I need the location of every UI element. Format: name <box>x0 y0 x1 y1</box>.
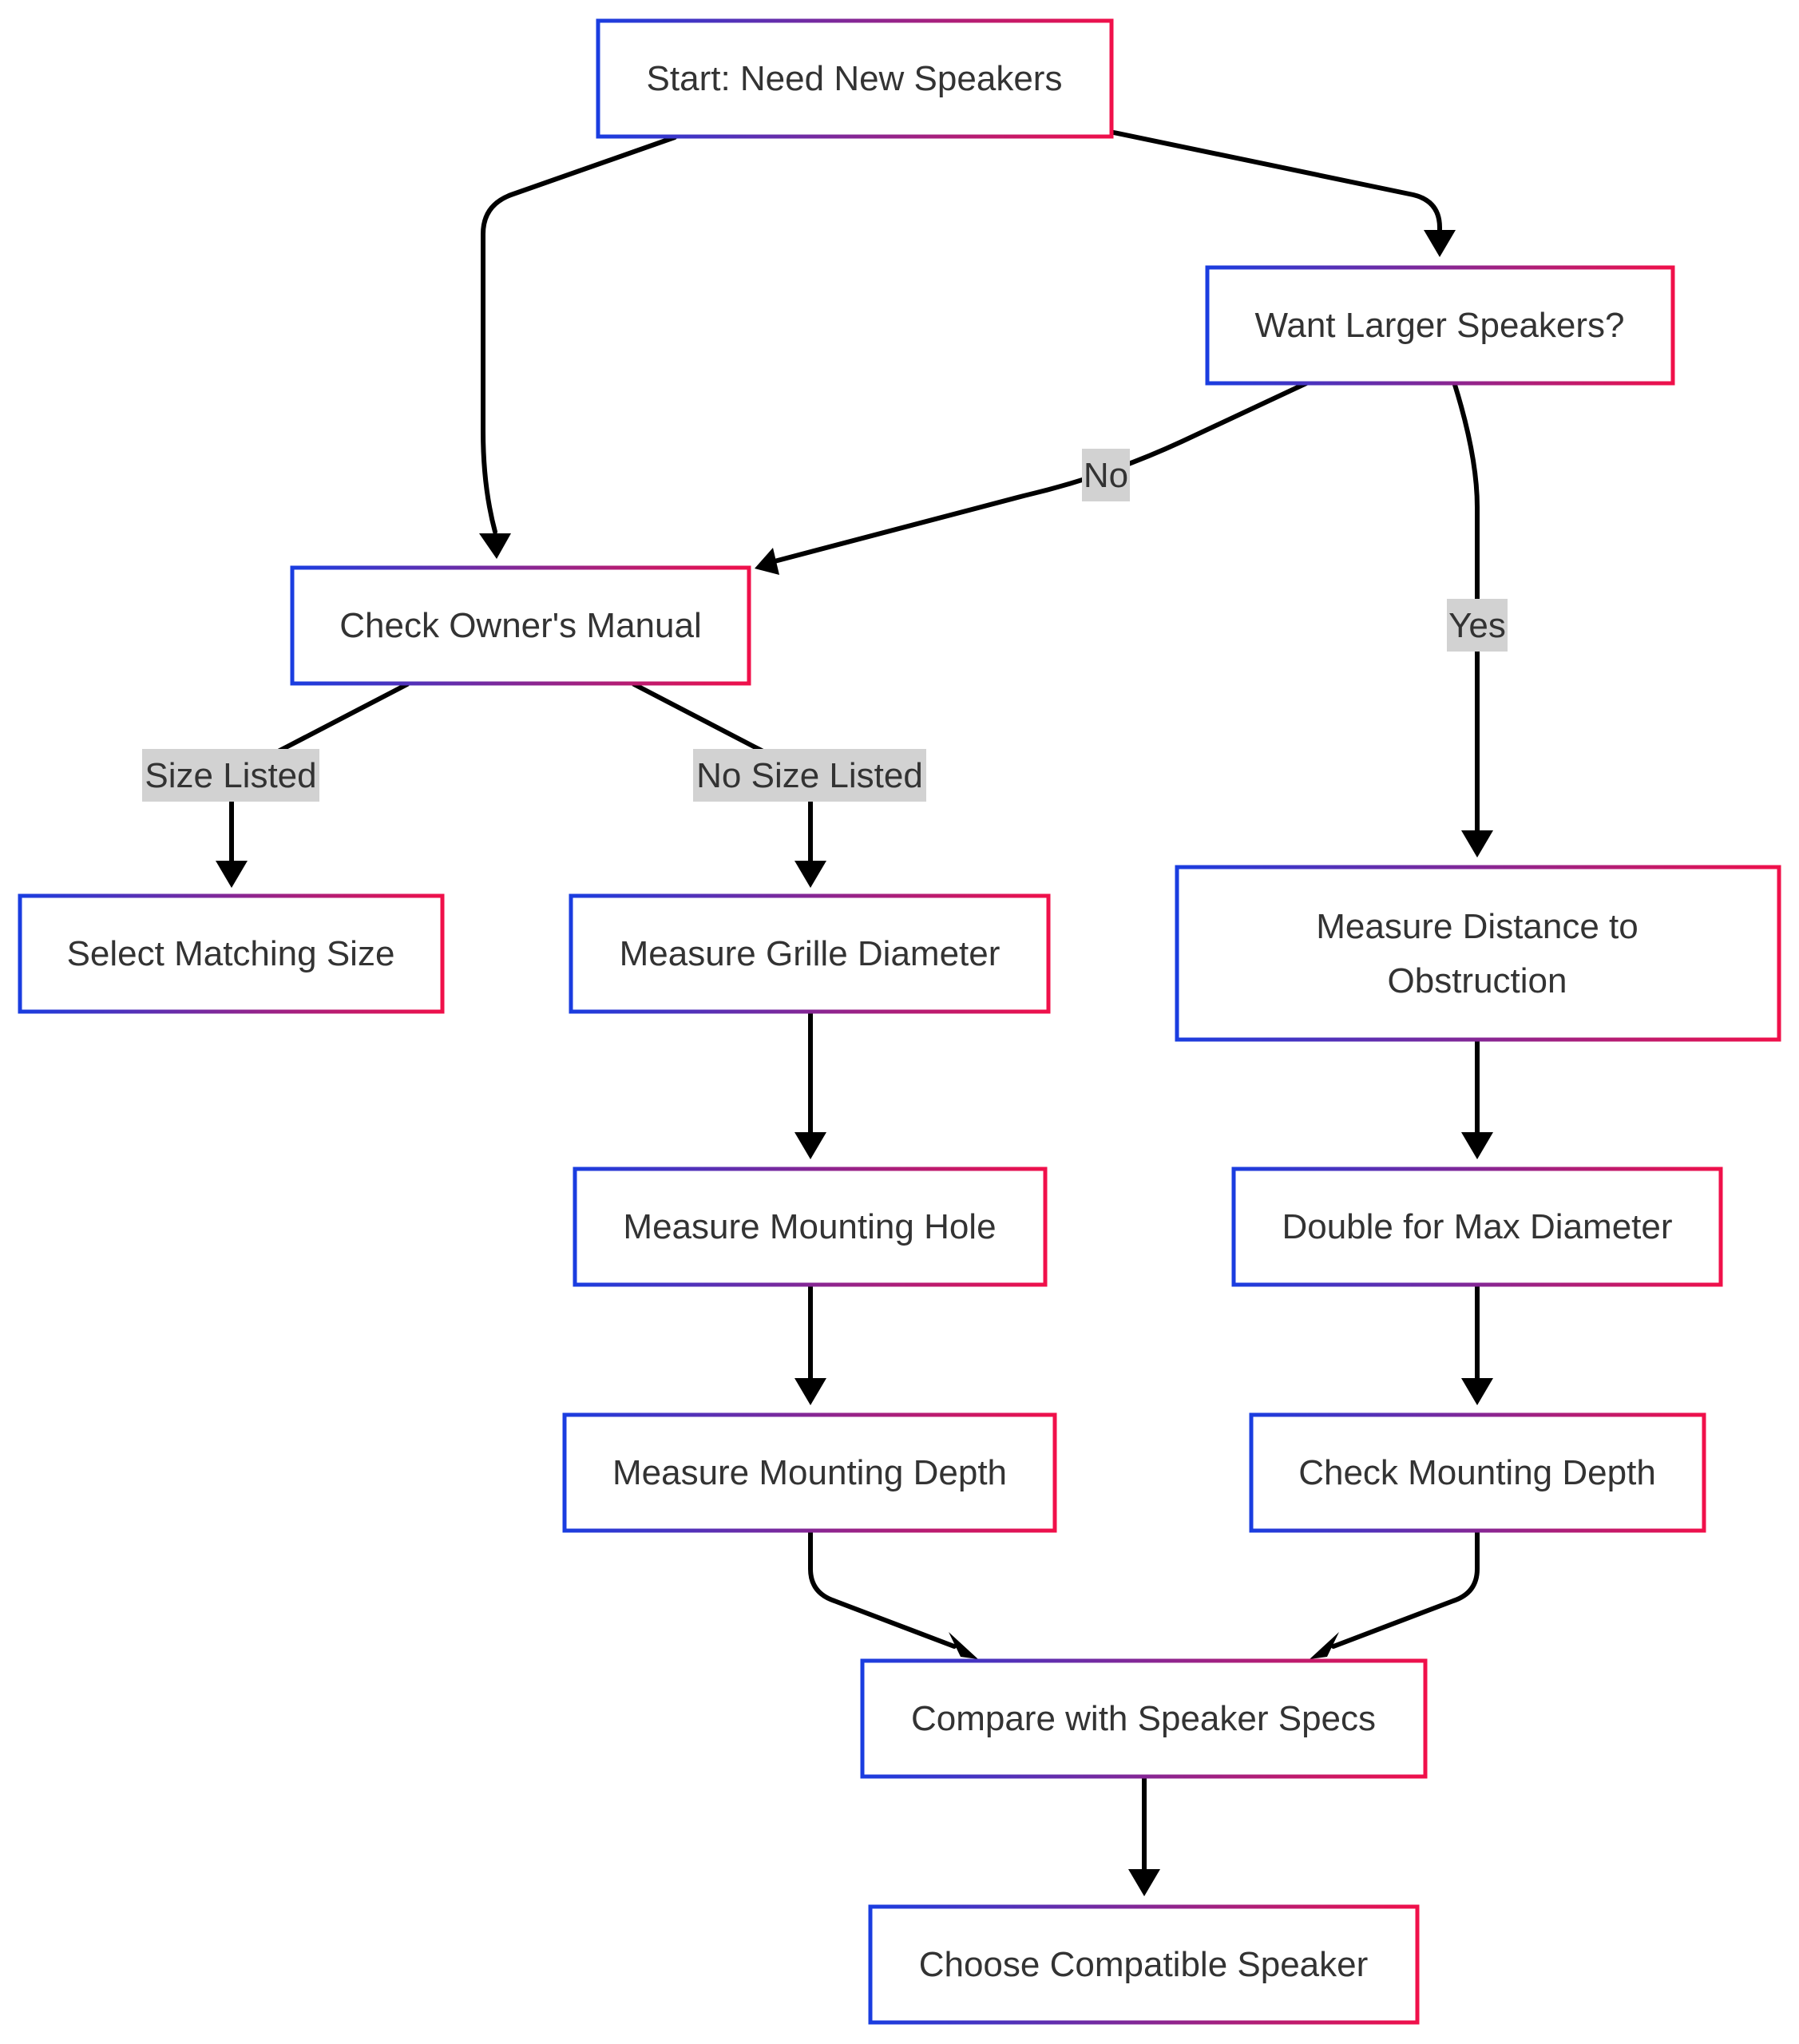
edge-check-depth-to-compare <box>1331 1529 1480 1649</box>
edge-want-larger-to-check-manual <box>772 381 1309 564</box>
edge-label-no-text: No <box>1084 456 1128 495</box>
node-start-label: Start: Need New Speakers <box>647 59 1063 98</box>
node-want-larger[interactable]: Want Larger Speakers? <box>1205 265 1675 386</box>
edge-label-no: No <box>1082 449 1130 501</box>
arrowhead-icon <box>755 548 779 575</box>
node-measure-depth[interactable]: Measure Mounting Depth <box>562 1412 1057 1533</box>
node-measure-depth-label: Measure Mounting Depth <box>612 1453 1007 1492</box>
arrowhead-icon <box>1461 1132 1493 1159</box>
node-choose-speaker-label: Choose Compatible Speaker <box>919 1945 1369 1984</box>
arrowhead-icon <box>794 1132 826 1159</box>
edge-label-size-listed-text: Size Listed <box>145 756 316 795</box>
edge-want-larger-to-measure-distance <box>1452 382 1480 833</box>
node-check-manual-label: Check Owner's Manual <box>339 606 701 645</box>
node-measure-grille[interactable]: Measure Grille Diameter <box>569 893 1051 1014</box>
edge-label-no-size-listed-text: No Size Listed <box>696 756 923 795</box>
arrowhead-icon <box>479 533 511 559</box>
arrowhead-icon <box>1461 1378 1493 1405</box>
arrowhead-icon <box>794 1378 826 1405</box>
edge-start-to-check-manual <box>481 135 677 534</box>
node-choose-speaker[interactable]: Choose Compatible Speaker <box>868 1904 1420 2025</box>
edge-start-to-want-larger <box>1108 129 1442 234</box>
node-check-depth-label: Check Mounting Depth <box>1298 1453 1656 1492</box>
edge-label-no-size-listed: No Size Listed <box>693 749 926 802</box>
arrowhead-icon <box>1461 830 1493 858</box>
node-select-matching[interactable]: Select Matching Size <box>18 893 445 1014</box>
node-measure-distance-label-line2: Obstruction <box>1388 961 1567 1000</box>
edge-label-size-listed: Size Listed <box>142 749 319 802</box>
node-measure-distance-label-line1: Measure Distance to <box>1316 907 1639 946</box>
node-measure-grille-label: Measure Grille Diameter <box>620 934 1001 973</box>
arrowhead-icon <box>1128 1869 1160 1896</box>
edge-measure-depth-to-compare <box>808 1529 957 1649</box>
node-compare-specs-label: Compare with Speaker Specs <box>911 1699 1376 1738</box>
arrowhead-icon <box>794 861 826 888</box>
arrowhead-icon <box>949 1632 978 1659</box>
node-start[interactable]: Start: Need New Speakers <box>596 18 1114 139</box>
arrowhead-icon <box>216 861 248 888</box>
nodes: Start: Need New Speakers Want Larger Spe… <box>18 18 1781 2025</box>
edge-labels: No Yes Size Listed No Size Listed <box>142 449 1508 802</box>
edge-label-yes: Yes <box>1447 599 1508 652</box>
node-compare-specs[interactable]: Compare with Speaker Specs <box>860 1658 1428 1779</box>
node-check-depth[interactable]: Check Mounting Depth <box>1249 1412 1706 1533</box>
node-select-matching-label: Select Matching Size <box>67 934 395 973</box>
edge-label-yes-text: Yes <box>1448 606 1506 645</box>
arrowhead-icon <box>1424 230 1456 257</box>
node-measure-distance[interactable]: Measure Distance to Obstruction <box>1175 865 1781 1042</box>
node-measure-hole-label: Measure Mounting Hole <box>623 1207 996 1246</box>
node-measure-hole[interactable]: Measure Mounting Hole <box>573 1167 1048 1287</box>
arrowhead-icon <box>1310 1632 1339 1659</box>
node-double-max[interactable]: Double for Max Diameter <box>1231 1167 1723 1287</box>
node-want-larger-label: Want Larger Speakers? <box>1254 306 1624 345</box>
node-check-manual[interactable]: Check Owner's Manual <box>290 565 751 686</box>
node-double-max-label: Double for Max Diameter <box>1282 1207 1672 1246</box>
